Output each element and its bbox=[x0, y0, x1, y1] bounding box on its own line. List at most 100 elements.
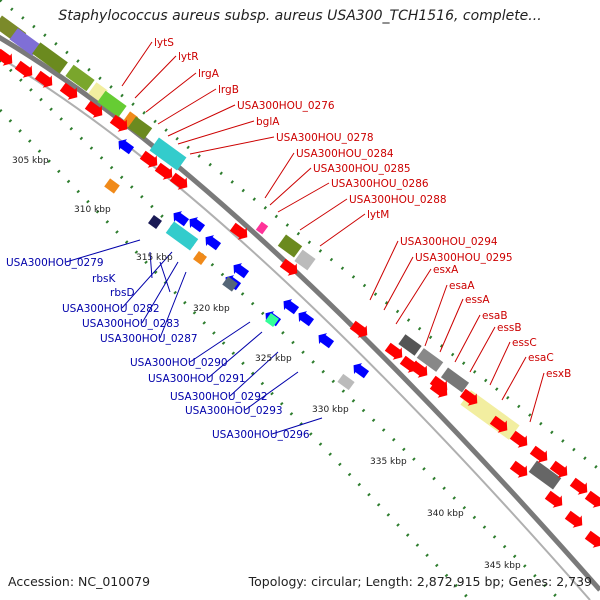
reverse-label-line bbox=[244, 371, 299, 411]
forward-gene-arrow bbox=[544, 490, 563, 508]
feature-block bbox=[193, 251, 207, 265]
reverse-gene-label: USA300HOU_0283 bbox=[82, 318, 180, 330]
reverse-gene-label: rbsD bbox=[110, 287, 135, 299]
forward-label-line bbox=[269, 167, 312, 206]
forward-label-line bbox=[121, 41, 153, 87]
reverse-gene-arrow bbox=[318, 333, 335, 349]
forward-label-line bbox=[134, 55, 177, 99]
reverse-gene-arrow bbox=[283, 299, 300, 315]
reverse-label-line bbox=[141, 261, 179, 324]
reverse-label-line bbox=[65, 239, 141, 263]
forward-gene-arrow bbox=[509, 460, 528, 478]
forward-gene-label: lytM bbox=[367, 209, 389, 221]
forward-gene-arrow bbox=[349, 320, 368, 338]
reverse-gene-label: USA300HOU_0292 bbox=[170, 391, 268, 403]
reverse-gene-arrow bbox=[353, 363, 370, 379]
reverse-gene-arrow bbox=[205, 235, 222, 251]
feature-block bbox=[148, 215, 162, 229]
feature-tracks bbox=[0, 15, 600, 548]
reverse-label-line bbox=[159, 261, 171, 293]
kbp-tick-label: 340 kbp bbox=[427, 509, 464, 519]
genome-summary: Topology: circular; Length: 2,872,915 bp… bbox=[248, 574, 592, 589]
reverse-label-lines bbox=[65, 239, 323, 435]
forward-label-lines bbox=[121, 41, 545, 423]
forward-label-line bbox=[264, 152, 295, 199]
forward-gene-label: USA300HOU_0295 bbox=[415, 252, 513, 264]
forward-gene-labels: lytSlytRlrgAlrgBUSA300HOU_0276bglAUSA300… bbox=[154, 37, 571, 380]
kbp-tick-label: 305 kbp bbox=[12, 156, 49, 166]
dot-guide-0 bbox=[0, 0, 600, 472]
dot-guide-1 bbox=[0, 108, 472, 600]
reverse-gene-label: USA300HOU_0282 bbox=[62, 303, 160, 315]
forward-gene-arrow bbox=[59, 82, 78, 100]
map-title: Staphylococcus aureus subsp. aureus USA3… bbox=[58, 8, 542, 24]
reverse-gene-label: USA300HOU_0287 bbox=[100, 333, 198, 345]
forward-gene-arrow bbox=[569, 477, 588, 495]
forward-gene-arrow bbox=[384, 342, 403, 360]
reverse-gene-arrow bbox=[298, 311, 315, 327]
reverse-gene-arrow bbox=[173, 211, 190, 227]
feature-block bbox=[165, 221, 199, 251]
forward-gene-arrow bbox=[84, 100, 103, 118]
feature-block bbox=[398, 334, 422, 356]
forward-label-line bbox=[177, 120, 255, 145]
backbone-outer bbox=[0, 34, 600, 592]
feature-block bbox=[32, 42, 68, 74]
forward-gene-arrow bbox=[34, 70, 53, 88]
forward-label-line bbox=[424, 284, 448, 347]
reverse-gene-label: USA300HOU_0291 bbox=[148, 373, 246, 385]
reverse-gene-arrow bbox=[118, 139, 135, 155]
forward-gene-arrow bbox=[429, 380, 448, 398]
forward-gene-arrow bbox=[459, 388, 478, 406]
forward-label-line bbox=[299, 198, 348, 231]
forward-label-line bbox=[157, 88, 217, 125]
reverse-label-line bbox=[271, 417, 323, 435]
forward-gene-label: essC bbox=[512, 337, 537, 349]
forward-gene-arrow bbox=[229, 222, 248, 240]
forward-gene-arrow bbox=[584, 530, 600, 548]
forward-gene-arrow bbox=[529, 445, 548, 463]
forward-label-line bbox=[167, 104, 236, 137]
forward-gene-label: essA bbox=[465, 294, 490, 306]
forward-label-line bbox=[454, 314, 481, 363]
forward-gene-arrow bbox=[154, 162, 173, 180]
feature-block bbox=[528, 460, 562, 490]
reverse-label-line bbox=[189, 321, 251, 363]
forward-gene-arrow bbox=[564, 510, 583, 528]
kbp-tick-label: 330 kbp bbox=[312, 405, 349, 415]
feature-block bbox=[222, 276, 238, 292]
forward-label-line bbox=[529, 372, 545, 423]
forward-label-line bbox=[501, 356, 527, 401]
reverse-gene-arrow bbox=[189, 217, 206, 233]
forward-gene-arrow bbox=[139, 150, 158, 168]
kbp-tick-label: 315 kbp bbox=[136, 253, 173, 263]
forward-gene-label: lrgB bbox=[218, 84, 239, 96]
forward-gene-label: USA300HOU_0285 bbox=[313, 163, 411, 175]
kbp-tick-label: 310 kbp bbox=[74, 205, 111, 215]
forward-gene-arrow bbox=[549, 460, 568, 478]
forward-gene-label: lytS bbox=[154, 37, 174, 49]
forward-gene-arrow bbox=[169, 172, 188, 190]
feature-block bbox=[337, 373, 355, 391]
feature-block bbox=[9, 28, 41, 56]
forward-gene-label: esxA bbox=[433, 264, 459, 276]
backbone-inner bbox=[0, 56, 591, 600]
kbp-tick-label: 335 kbp bbox=[370, 457, 407, 467]
reverse-label-line bbox=[229, 351, 279, 397]
forward-gene-label: USA300HOU_0286 bbox=[331, 178, 429, 190]
forward-gene-arrow bbox=[279, 258, 298, 276]
forward-gene-arrow bbox=[14, 60, 33, 78]
reverse-gene-label: USA300HOU_0279 bbox=[6, 257, 104, 269]
feature-block bbox=[440, 367, 470, 393]
feature-block bbox=[277, 234, 303, 258]
forward-gene-arrow bbox=[489, 415, 508, 433]
forward-label-line bbox=[383, 256, 414, 311]
reverse-label-line bbox=[149, 251, 153, 279]
forward-label-line bbox=[439, 298, 464, 353]
reverse-gene-arrow bbox=[233, 263, 250, 279]
forward-label-line bbox=[277, 182, 330, 213]
kbp-tick-label: 325 kbp bbox=[255, 354, 292, 364]
kbp-tick-label: 345 kbp bbox=[484, 561, 521, 571]
forward-gene-label: essB bbox=[497, 322, 522, 334]
